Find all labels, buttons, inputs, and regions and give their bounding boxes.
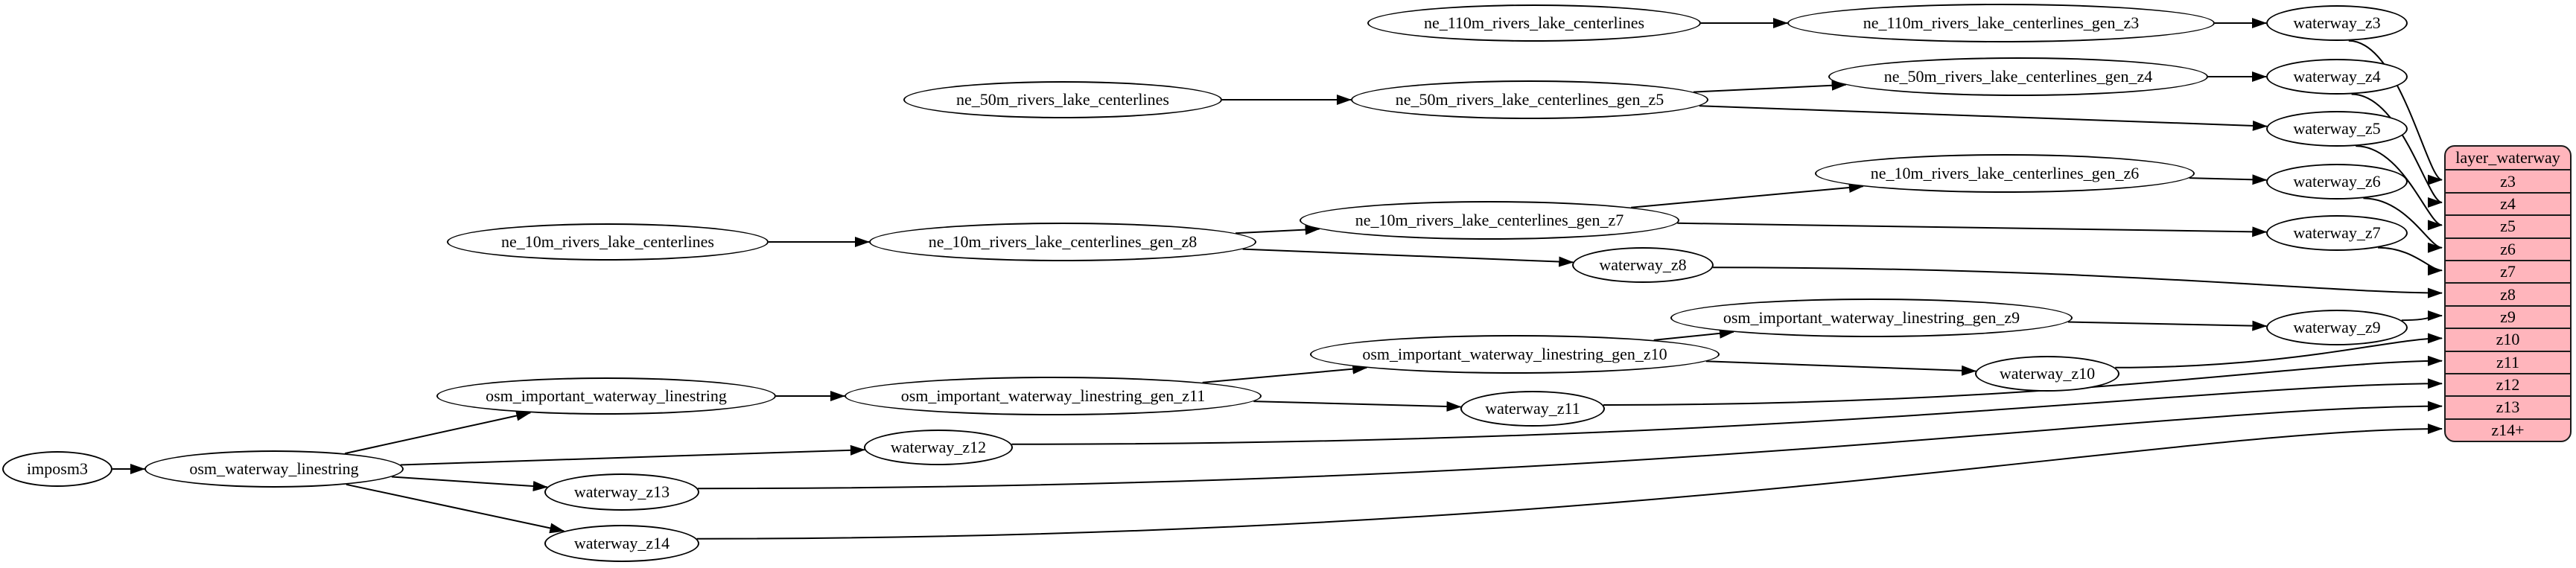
edge-waterway_z13-to-layer_waterway-z13	[697, 401, 2443, 490]
edge-ne_10m_rivers_lake_centerlines_gen_z6-to-waterway_z6	[2189, 174, 2268, 185]
node-label: ne_50m_rivers_lake_centerlines_gen_z4	[1883, 67, 2153, 86]
node-ne_50m_rivers_lake_centerlines_gen_z5: ne_50m_rivers_lake_centerlines_gen_z5	[1351, 80, 1708, 119]
edge-osm_waterway_linestring-to-osm_important_waterway_linestring	[344, 410, 532, 455]
edge-osm_important_waterway_linestring_gen_z10-to-waterway_z10	[1705, 360, 1976, 376]
node-waterway_z9: waterway_z9	[2266, 310, 2408, 345]
node-label: waterway_z10	[1999, 364, 2096, 383]
node-label: waterway_z4	[2293, 67, 2381, 86]
edge-waterway_z12-to-layer_waterway-z12	[1011, 378, 2443, 445]
edge-waterway_z7-to-layer_waterway-z7	[2377, 246, 2443, 276]
node-waterway_z6: waterway_z6	[2266, 164, 2408, 200]
table-row-z3: z3	[2446, 169, 2570, 191]
edge-waterway_z4-to-layer_waterway-z4	[2351, 93, 2443, 208]
node-label: osm_important_waterway_linestring_gen_z1…	[900, 386, 1206, 405]
node-label: waterway_z6	[2293, 172, 2381, 191]
node-ne_110m_rivers_lake_centerlines_gen_z3: ne_110m_rivers_lake_centerlines_gen_z3	[1787, 4, 2215, 42]
node-imposm3: imposm3	[2, 451, 112, 487]
node-label: ne_50m_rivers_lake_centerlines	[956, 90, 1169, 109]
table-row-z9: z9	[2446, 304, 2570, 328]
node-waterway_z13: waterway_z13	[544, 473, 699, 511]
table-row-z10: z10	[2446, 328, 2570, 350]
node-label: waterway_z7	[2293, 223, 2381, 242]
table-row-z12: z12	[2446, 372, 2570, 395]
node-label: waterway_z8	[1599, 255, 1687, 274]
node-waterway_z14: waterway_z14	[544, 525, 699, 562]
node-ne_10m_rivers_lake_centerlines_gen_z6: ne_10m_rivers_lake_centerlines_gen_z6	[1815, 154, 2195, 193]
edge-ne_10m_rivers_lake_centerlines_gen_z8-to-ne_10m_rivers_lake_centerlines_gen_z7	[1235, 224, 1320, 235]
node-waterway_z12: waterway_z12	[864, 430, 1013, 465]
edge-waterway_z8-to-layer_waterway-z8	[1713, 267, 2443, 299]
edge-waterway_z14-to-layer_waterway-z14+	[696, 424, 2443, 540]
node-label: ne_10m_rivers_lake_centerlines_gen_z6	[1870, 164, 2140, 182]
edge-ne_10m_rivers_lake_centerlines_gen_z7-to-ne_10m_rivers_lake_centerlines_gen_z6	[1631, 182, 1864, 208]
node-label: ne_50m_rivers_lake_centerlines_gen_z5	[1395, 90, 1664, 109]
edge-waterway_z11-to-layer_waterway-z11	[1603, 355, 2443, 406]
node-ne_110m_rivers_lake_centerlines: ne_110m_rivers_lake_centerlines	[1367, 4, 1701, 42]
table-row-z7: z7	[2446, 259, 2570, 282]
node-label: waterway_z12	[890, 438, 987, 456]
node-waterway_z7: waterway_z7	[2266, 215, 2408, 251]
node-label: osm_important_waterway_linestring_gen_z1…	[1362, 345, 1667, 363]
node-ne_10m_rivers_lake_centerlines: ne_10m_rivers_lake_centerlines	[447, 223, 769, 261]
node-label: waterway_z5	[2293, 119, 2381, 138]
node-waterway_z5: waterway_z5	[2266, 111, 2408, 147]
edge-waterway_z3-to-layer_waterway-z3	[2348, 39, 2443, 185]
node-label: ne_10m_rivers_lake_centerlines	[501, 232, 714, 251]
node-label: waterway_z14	[573, 534, 670, 552]
edge-waterway_z10-to-layer_waterway-z10	[2115, 333, 2443, 368]
node-label: waterway_z13	[573, 482, 670, 501]
node-waterway_z10: waterway_z10	[1975, 356, 2119, 392]
table-row-z11: z11	[2446, 350, 2570, 373]
node-label: ne_110m_rivers_lake_centerlines	[1423, 13, 1645, 32]
edge-osm_important_waterway_linestring_gen_z9-to-waterway_z9	[2067, 320, 2268, 331]
node-label: osm_important_waterway_linestring	[486, 386, 727, 405]
table-row-z8: z8	[2446, 282, 2570, 304]
edge-osm_important_waterway_linestring_gen_z11-to-osm_important_waterway_linestring_gen_z10	[1202, 363, 1368, 383]
node-ne_50m_rivers_lake_centerlines: ne_50m_rivers_lake_centerlines	[903, 81, 1222, 118]
edge-waterway_z5-to-layer_waterway-z5	[2356, 145, 2443, 231]
node-ne_10m_rivers_lake_centerlines_gen_z8: ne_10m_rivers_lake_centerlines_gen_z8	[869, 223, 1256, 261]
edge-ne_10m_rivers_lake_centerlines_gen_z8-to-waterway_z8	[1242, 248, 1574, 267]
edge-ne_10m_rivers_lake_centerlines_gen_z7-to-waterway_z7	[1677, 222, 2268, 237]
node-waterway_z8: waterway_z8	[1572, 247, 1714, 283]
table-row-z6: z6	[2446, 237, 2570, 260]
edge-osm_waterway_linestring-to-waterway_z13	[391, 476, 548, 492]
node-label: osm_waterway_linestring	[189, 459, 359, 478]
table-row-z14+: z14+	[2446, 418, 2570, 441]
node-label: osm_important_waterway_linestring_gen_z9	[1723, 308, 2020, 327]
edge-osm_waterway_linestring-to-waterway_z14	[346, 483, 565, 534]
node-osm_waterway_linestring: osm_waterway_linestring	[144, 450, 404, 488]
table-header: layer_waterway	[2455, 148, 2560, 167]
node-label: ne_10m_rivers_lake_centerlines_gen_z7	[1355, 211, 1624, 229]
node-ne_10m_rivers_lake_centerlines_gen_z7: ne_10m_rivers_lake_centerlines_gen_z7	[1300, 201, 1679, 240]
node-osm_important_waterway_linestring_gen_z9: osm_important_waterway_linestring_gen_z9	[1670, 299, 2073, 337]
edge-osm_important_waterway_linestring_gen_z11-to-waterway_z11	[1253, 401, 1462, 412]
node-label: ne_10m_rivers_lake_centerlines_gen_z8	[928, 232, 1198, 251]
table-row-z5: z5	[2446, 214, 2570, 237]
edge-ne_50m_rivers_lake_centerlines_gen_z5-to-waterway_z5	[1699, 105, 2268, 131]
edge-osm_important_waterway_linestring_gen_z10-to-osm_important_waterway_linestring_gen_z9	[1653, 328, 1734, 341]
table-row-z13: z13	[2446, 395, 2570, 418]
node-waterway_z11: waterway_z11	[1460, 391, 1605, 427]
node-label: waterway_z11	[1485, 399, 1580, 418]
node-osm_important_waterway_linestring_gen_z11: osm_important_waterway_linestring_gen_z1…	[845, 377, 1262, 415]
edge-osm_waterway_linestring-to-waterway_z12	[400, 444, 865, 466]
node-label: waterway_z9	[2293, 318, 2381, 336]
node-waterway_z4: waterway_z4	[2266, 59, 2408, 95]
edge-ne_50m_rivers_lake_centerlines_gen_z5-to-ne_50m_rivers_lake_centerlines_gen_z4	[1693, 80, 1847, 93]
node-osm_important_waterway_linestring: osm_important_waterway_linestring	[436, 377, 776, 415]
edge-waterway_z6-to-layer_waterway-z6	[2363, 197, 2443, 253]
node-label: waterway_z3	[2293, 13, 2381, 32]
edge-waterway_z9-to-layer_waterway-z9	[2401, 310, 2443, 322]
node-label: imposm3	[27, 459, 88, 478]
node-ne_50m_rivers_lake_centerlines_gen_z4: ne_50m_rivers_lake_centerlines_gen_z4	[1828, 57, 2208, 96]
node-osm_important_waterway_linestring_gen_z10: osm_important_waterway_linestring_gen_z1…	[1310, 335, 1720, 374]
node-waterway_z3: waterway_z3	[2266, 5, 2408, 41]
table-row-z4: z4	[2446, 191, 2570, 214]
node-label: ne_110m_rivers_lake_centerlines_gen_z3	[1863, 13, 2140, 32]
